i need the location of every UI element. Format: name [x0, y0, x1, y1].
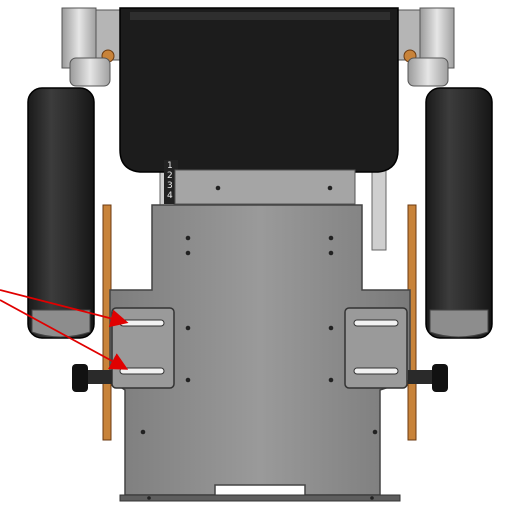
seat-plate	[109, 204, 411, 496]
armrest-left	[27, 87, 95, 339]
arrow-to-lower-slot	[0, 299, 129, 370]
knob-left	[72, 364, 112, 392]
upper-seat-plate	[174, 169, 356, 205]
mounting-block-right	[344, 307, 408, 389]
scale-mark-2: 2	[167, 171, 173, 181]
scale-mark-3: 3	[167, 181, 173, 191]
scale-mark-1: 1	[167, 161, 173, 171]
backrest-frame	[61, 7, 455, 251]
knob-right	[408, 364, 448, 392]
armrest-right	[425, 87, 493, 339]
bolt-holes	[140, 185, 378, 500]
scale-mark-4: 4	[167, 191, 173, 201]
back-cushion	[119, 7, 399, 173]
arrow-to-upper-slot	[0, 289, 129, 328]
annotation-arrows	[0, 289, 129, 370]
mounting-block-left	[111, 307, 175, 389]
seat-plate-edge	[119, 494, 401, 502]
cushion-highlight	[130, 12, 390, 20]
